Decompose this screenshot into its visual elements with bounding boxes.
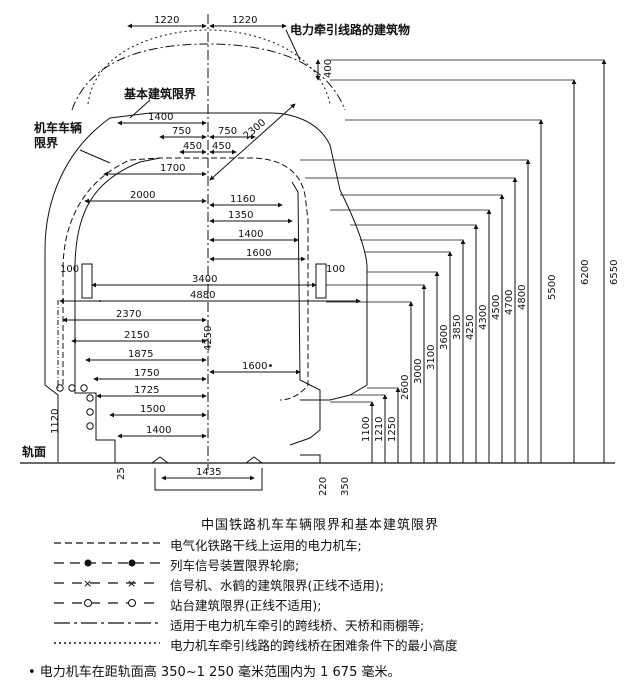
svg-text:450: 450 bbox=[212, 141, 231, 152]
svg-text:1600: 1600 bbox=[246, 248, 271, 259]
horizontal-dim-lines bbox=[59, 23, 361, 481]
left-bracket bbox=[81, 263, 93, 299]
svg-text:4880: 4880 bbox=[190, 290, 215, 301]
svg-text:1700: 1700 bbox=[160, 163, 185, 174]
building-label: 电力牵引线路的建筑物 bbox=[290, 22, 410, 37]
legend-swatch-dash-x: ×× bbox=[54, 577, 160, 590]
svg-text:2150: 2150 bbox=[124, 330, 149, 341]
rail-surface-label: 轨面 bbox=[22, 444, 46, 459]
svg-text:3400: 3400 bbox=[192, 274, 217, 285]
svg-text:1220: 1220 bbox=[232, 15, 257, 26]
horizontal-dim-texts: 1220 1220 400 1400 750 750 450 450 1700 … bbox=[60, 15, 345, 478]
svg-text:2000: 2000 bbox=[130, 190, 155, 201]
svg-text:450: 450 bbox=[183, 141, 202, 152]
svg-text:2300: 2300 bbox=[242, 117, 269, 142]
svg-text:4800: 4800 bbox=[517, 285, 528, 310]
legend-text: 电气化铁路干线上运用的电力机车; bbox=[170, 538, 362, 553]
legend-swatch-dash-circle bbox=[54, 599, 160, 607]
legend-swatch-dashed bbox=[54, 542, 160, 544]
legend-swatch-dash-dot-filled bbox=[54, 559, 160, 567]
dim-220: 220 bbox=[318, 477, 329, 496]
svg-text:3100: 3100 bbox=[426, 345, 437, 370]
vehicle-limit-outline bbox=[62, 157, 309, 401]
svg-text:1120: 1120 bbox=[50, 409, 61, 434]
svg-text:5500: 5500 bbox=[547, 275, 558, 300]
svg-text:100: 100 bbox=[326, 264, 345, 275]
svg-text:1100: 1100 bbox=[361, 417, 372, 442]
right-bracket bbox=[315, 263, 327, 299]
right-rail bbox=[245, 456, 263, 464]
building-limit-outline bbox=[44, 112, 368, 462]
left-rail bbox=[151, 456, 169, 464]
dim-350: 350 bbox=[340, 477, 351, 496]
svg-text:1400: 1400 bbox=[148, 112, 173, 123]
svg-text:1435: 1435 bbox=[196, 467, 221, 478]
legend-title: 中国铁路机车车辆限界和基本建筑限界 bbox=[200, 518, 439, 533]
legend-text: 站台建筑限界(正线不适用); bbox=[170, 598, 322, 613]
building-label-leader bbox=[285, 29, 301, 61]
svg-text:400: 400 bbox=[323, 59, 334, 78]
legend-item-dash-circle: 站台建筑限界(正线不适用); bbox=[52, 594, 612, 614]
legend-item-dash-dot: 适用于电力机车牵引的跨线桥、天桥和雨棚等; bbox=[52, 614, 612, 634]
svg-text:1400: 1400 bbox=[238, 229, 263, 240]
svg-text:100: 100 bbox=[60, 264, 79, 275]
svg-text:1750: 1750 bbox=[134, 368, 159, 379]
svg-text:1350: 1350 bbox=[228, 210, 253, 221]
legend-text: 电力机车牵引线路的跨线桥在困难条件下的最小高度 bbox=[170, 638, 458, 653]
track-bed bbox=[154, 468, 263, 491]
left-vertical-dim-texts: 4250 1120 25 bbox=[50, 326, 214, 480]
svg-text:4250: 4250 bbox=[203, 326, 214, 351]
svg-text:4500: 4500 bbox=[491, 295, 502, 320]
legend-item-dash-dot-filled: 列车信号装置限界轮廓; bbox=[52, 554, 612, 574]
basic-limit-label: 基本建筑限界 bbox=[123, 86, 196, 101]
svg-text:1725: 1725 bbox=[134, 385, 159, 396]
svg-text:2600: 2600 bbox=[400, 375, 411, 400]
svg-text:×: × bbox=[127, 577, 136, 590]
footnote: • 电力机车在距轨面高 350~1 250 毫米范围内为 1 675 毫米。 bbox=[28, 665, 401, 680]
loco-limit-leader bbox=[79, 149, 111, 164]
legend-text: 列车信号装置限界轮廓; bbox=[170, 558, 300, 573]
svg-text:750: 750 bbox=[172, 126, 191, 137]
clearance-diagram: 电力牵引线路的建筑物 基本建筑限界 机车车辆 限界 轨面 1220 1220 4… bbox=[20, 14, 620, 496]
svg-text:4250: 4250 bbox=[465, 315, 476, 340]
svg-text:3000: 3000 bbox=[413, 359, 424, 384]
platform-circles bbox=[56, 384, 94, 430]
legend-item-dash-x: ×× 信号机、水鹤的建筑限界(正线不适用); bbox=[52, 574, 612, 594]
right-vertical-dim-lines bbox=[369, 59, 607, 463]
svg-text:1500: 1500 bbox=[140, 404, 165, 415]
svg-text:3850: 3850 bbox=[452, 315, 463, 340]
legend-text: 适用于电力机车牵引的跨线桥、天桥和雨棚等; bbox=[170, 618, 425, 633]
svg-text:6200: 6200 bbox=[580, 260, 591, 285]
legend-swatch-dash-dot bbox=[54, 622, 160, 624]
svg-text:1220: 1220 bbox=[154, 15, 179, 26]
legend-swatch-dotted bbox=[54, 642, 160, 644]
svg-text:1400: 1400 bbox=[146, 425, 171, 436]
inner-outline-right bbox=[289, 181, 321, 446]
svg-text:1210: 1210 bbox=[374, 417, 385, 442]
svg-text:1875: 1875 bbox=[128, 349, 153, 360]
svg-text:1250: 1250 bbox=[387, 417, 398, 442]
svg-text:750: 750 bbox=[218, 126, 237, 137]
legend-text: 信号机、水鹤的建筑限界(正线不适用); bbox=[170, 578, 384, 593]
loco-limit-label-1: 机车车辆 bbox=[34, 120, 82, 135]
svg-text:1160: 1160 bbox=[230, 194, 255, 205]
right-vertical-dim-texts: 1100 1210 1250 2600 3000 3100 3600 3850 … bbox=[361, 260, 620, 442]
svg-text:×: × bbox=[83, 577, 92, 590]
legend-item-dotted: 电力机车牵引线路的跨线桥在困难条件下的最小高度 bbox=[52, 634, 612, 654]
right-extension-lines bbox=[300, 59, 604, 403]
svg-text:3600: 3600 bbox=[439, 325, 450, 350]
svg-text:6550: 6550 bbox=[609, 260, 620, 285]
legend-item-dashed: 电气化铁路干线上运用的电力机车; bbox=[52, 534, 612, 554]
svg-text:4300: 4300 bbox=[478, 305, 489, 330]
right-lower-steps bbox=[300, 454, 321, 463]
loco-limit-label-2: 限界 bbox=[34, 135, 58, 150]
svg-text:4700: 4700 bbox=[504, 290, 515, 315]
basic-limit-leader bbox=[129, 99, 151, 119]
svg-text:1600•: 1600• bbox=[242, 361, 273, 372]
svg-text:25: 25 bbox=[116, 467, 127, 480]
svg-text:2370: 2370 bbox=[116, 309, 141, 320]
